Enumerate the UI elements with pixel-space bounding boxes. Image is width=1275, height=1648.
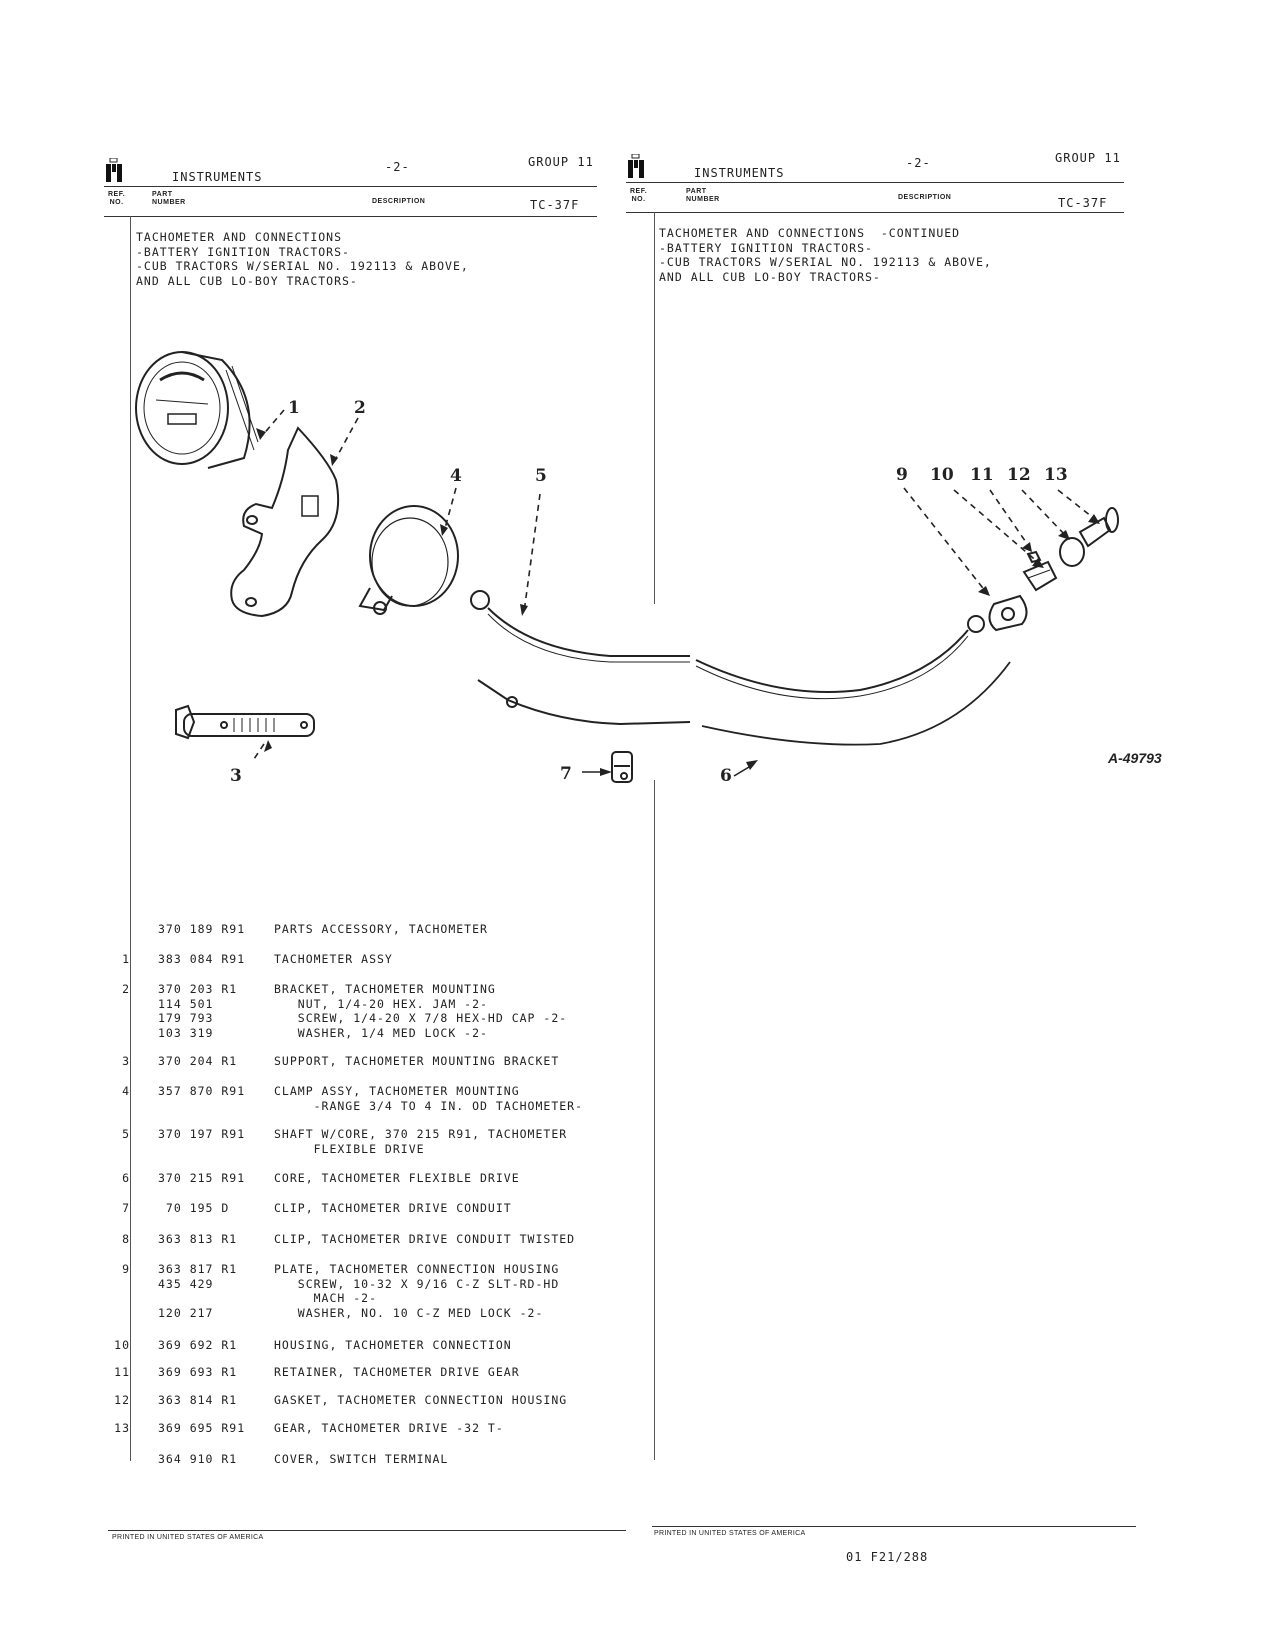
tachometer-gauge-part [135,351,259,469]
part-number: 369 692 R1 [158,1338,238,1352]
part-number: 370 203 R1 114 501 179 793 103 319 [158,982,238,1040]
part-number: 369 693 R1 [158,1365,238,1379]
ih-logo-icon [628,154,644,178]
ref-column-rule-right-bottom [654,780,655,1460]
ref-number: 8 [122,1232,130,1246]
printed-note-right: PRINTED IN UNITED STATES OF AMERICA [654,1530,806,1537]
col-desc-right: DESCRIPTION [898,194,952,201]
catalog-title-left: TACHOMETER AND CONNECTIONS -BATTERY IGNI… [136,230,469,288]
housing-gasket-part [1059,537,1085,567]
flexible-shaft-part [470,590,985,700]
callout-10: 10 [930,465,954,485]
header-rule-left-2 [104,216,597,217]
part-number: 370 204 R1 [158,1054,238,1068]
callout-7: 7 [560,764,572,784]
ih-logo-icon [106,158,122,182]
ref-number: 2 [122,982,130,996]
part-number: 70 195 D [158,1201,230,1215]
callout-12: 12 [1007,465,1031,485]
ref-number: 5 [122,1127,130,1141]
col-part-right: PART NUMBER [686,188,720,203]
part-description: COVER, SWITCH TERMINAL [274,1452,449,1466]
catalog-title-right: TACHOMETER AND CONNECTIONS -CONTINUED -B… [659,226,992,284]
part-number: 363 817 R1 435 429 120 217 [158,1262,238,1320]
page-number-right: -2- [906,156,931,170]
part-number: 363 813 R1 [158,1232,238,1246]
callout-4: 4 [450,466,462,486]
part-description: GEAR, TACHOMETER DRIVE -32 T- [274,1421,504,1435]
ref-number: 6 [122,1171,130,1185]
support-bracket-part [175,704,315,740]
mounting-clamp-part [358,505,459,615]
ref-number: 13 [114,1421,130,1435]
group-label-right: GROUP 11 [1055,151,1121,165]
part-description: PARTS ACCESSORY, TACHOMETER [274,922,488,936]
callout-6: 6 [720,766,732,786]
part-description: RETAINER, TACHOMETER DRIVE GEAR [274,1365,520,1379]
part-number: 370 215 R91 [158,1171,246,1185]
code-right: TC-37F [1058,196,1108,210]
col-desc-left: DESCRIPTION [372,198,426,205]
ref-number: 3 [122,1054,130,1068]
drawing-number: A-49793 [1108,750,1162,766]
part-number: 357 870 R91 [158,1084,246,1098]
connection-plate-part [988,594,1028,632]
part-description: CLIP, TACHOMETER DRIVE CONDUIT TWISTED [274,1232,576,1246]
flexible-core-part [477,661,1011,746]
part-description: HOUSING, TACHOMETER CONNECTION [274,1338,512,1352]
drive-gear-part [1078,507,1119,548]
ref-number: 7 [122,1201,130,1215]
part-description: GASKET, TACHOMETER CONNECTION HOUSING [274,1393,568,1407]
part-number: 383 084 R91 [158,952,246,966]
part-description: SHAFT W/CORE, 370 215 R91, TACHOMETER FL… [274,1127,568,1156]
callout-1: 1 [288,398,300,418]
group-label-left: GROUP 11 [528,155,594,169]
section-title-right: INSTRUMENTS [694,166,785,180]
header-rule-right [626,182,1124,183]
part-description: CLAMP ASSY, TACHOMETER MOUNTING -RANGE 3… [274,1084,584,1113]
col-ref-right: REF. NO. [630,188,648,203]
part-description: PLATE, TACHOMETER CONNECTION HOUSING SCR… [274,1262,560,1320]
callout-3: 3 [230,766,242,786]
ref-number: 11 [114,1365,130,1379]
ref-number: 4 [122,1084,130,1098]
footer-rule-right [652,1526,1136,1527]
footer-rule-left [108,1530,626,1531]
gear-retainer-part [1026,550,1042,564]
ref-column-rule-right-top [654,212,655,604]
callout-5: 5 [535,466,547,486]
printed-note-left: PRINTED IN UNITED STATES OF AMERICA [112,1534,264,1541]
conduit-clip-part [611,751,633,783]
header-rule-left [104,186,597,187]
part-description: TACHOMETER ASSY [274,952,393,966]
ref-column-rule-left [130,216,131,1461]
col-part-left: PART NUMBER [152,191,186,206]
part-number: 370 189 R91 [158,922,246,936]
section-title-left: INSTRUMENTS [172,170,263,184]
page-code: 01 F21/288 [846,1550,929,1564]
callout-13: 13 [1044,465,1068,485]
ref-number: 12 [114,1393,130,1407]
page-number-left: -2- [385,160,410,174]
ref-number: 1 [122,952,130,966]
part-number: 369 695 R91 [158,1421,246,1435]
part-description: SUPPORT, TACHOMETER MOUNTING BRACKET [274,1054,560,1068]
part-description: CORE, TACHOMETER FLEXIBLE DRIVE [274,1171,520,1185]
part-description: CLIP, TACHOMETER DRIVE CONDUIT [274,1201,512,1215]
callout-2: 2 [354,398,366,418]
part-number: 364 910 R1 [158,1452,238,1466]
ref-number: 9 [122,1262,130,1276]
part-number: 370 197 R91 [158,1127,246,1141]
mounting-bracket-part [230,426,340,618]
callout-9: 9 [896,465,908,485]
part-description: BRACKET, TACHOMETER MOUNTING NUT, 1/4-20… [274,982,568,1040]
part-number: 363 814 R1 [158,1393,238,1407]
header-rule-right-2 [626,212,1124,213]
col-ref-left: REF. NO. [108,191,126,206]
ref-number: 10 [114,1338,130,1352]
callout-11: 11 [970,465,994,485]
code-left: TC-37F [530,198,580,212]
